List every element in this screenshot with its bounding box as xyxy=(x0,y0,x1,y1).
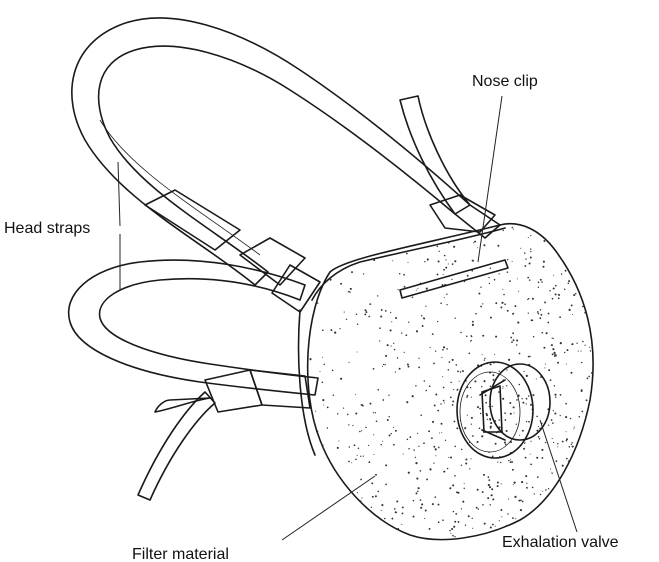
exhalation-valve-leader xyxy=(540,420,577,532)
nose-clip-drawing xyxy=(400,260,508,298)
filter-texture xyxy=(299,225,600,546)
head-straps-drawing xyxy=(69,18,500,500)
head-straps-leader xyxy=(118,162,120,226)
filter-material-leader xyxy=(282,476,375,540)
exhalation-valve-label: Exhalation valve xyxy=(502,534,619,551)
exhalation-valve-drawing xyxy=(457,362,550,458)
filter-material-label: Filter material xyxy=(132,546,229,562)
nose-clip-leader xyxy=(478,96,502,262)
nose-clip-label: Nose clip xyxy=(472,73,538,90)
head-straps-label: Head straps xyxy=(4,220,90,237)
